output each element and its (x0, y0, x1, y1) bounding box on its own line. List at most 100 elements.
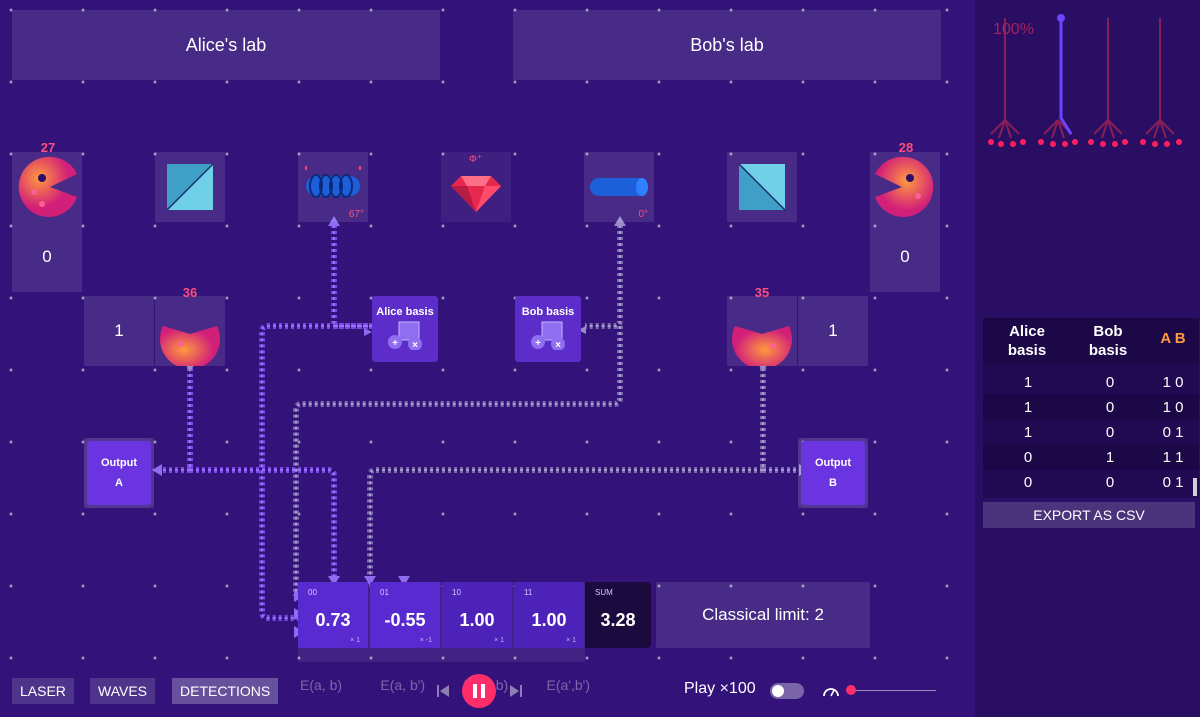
sum-label: SUM (595, 588, 613, 597)
bob-lab-title: Bob's lab (690, 34, 764, 55)
corr-value: 0.73 (315, 610, 351, 630)
export-csv-button[interactable]: EXPORT AS CSV (983, 502, 1195, 528)
detector-tile-mid-right[interactable] (727, 296, 797, 370)
pause-icon (473, 684, 485, 698)
dice-icon: + × (388, 321, 422, 351)
output-a-letter: A (115, 477, 123, 489)
play-speed-toggle[interactable] (770, 683, 804, 699)
output-a-tile[interactable]: Output A (87, 441, 151, 505)
counter-top-left-value: 0 (42, 247, 52, 266)
output-b-title: Output (814, 457, 852, 469)
col-header-ab: A B (1160, 330, 1186, 347)
probability-histogram: 100% (988, 14, 1182, 147)
waves-button-label: WAVES (98, 683, 148, 699)
polarizer-rotator-right[interactable]: 0° (584, 152, 654, 222)
counter-mid-right-value: 1 (828, 321, 838, 340)
counter-mid-left: 1 (84, 296, 154, 366)
polarizer-left-angle: 67° (348, 209, 364, 220)
entangled-source[interactable]: Φ⁺ (441, 152, 511, 222)
table-scrollbar[interactable] (1193, 478, 1197, 496)
speedometer-icon (823, 688, 839, 697)
row-stripe (983, 444, 1199, 470)
row-4-ab: 0 1 (1162, 474, 1184, 491)
row-1-alice: 1 (1023, 399, 1033, 416)
corr-value: -0.55 (384, 610, 426, 630)
detector-pacman-icon (732, 326, 792, 370)
correlation-cell-11[interactable]: 11 1.00 × 1 (514, 582, 584, 648)
output-b-tile[interactable]: Output B (801, 441, 865, 505)
dice-icon: + × (531, 321, 565, 351)
speed-slider-track[interactable] (848, 690, 936, 691)
play-speed-label: Play ×100 (684, 680, 756, 697)
bob-basis-tile[interactable]: Bob basis + × (515, 296, 581, 362)
beam-splitter-icon (738, 163, 786, 211)
detector-count-mid-left: 36 (182, 285, 198, 300)
row-3-alice: 0 (1023, 449, 1033, 466)
histogram-percent: 100% (993, 21, 1034, 38)
waves-button[interactable]: WAVES (90, 678, 156, 704)
correlation-cell-01[interactable]: 01 -0.55 × -1 (370, 582, 440, 648)
bob-plus: + (535, 338, 541, 349)
beam-splitter-icon (166, 163, 214, 211)
laser-button-label: LASER (20, 683, 66, 699)
toggle-knob (772, 685, 784, 697)
corr-mult: × 1 (494, 637, 504, 644)
pause-button[interactable] (462, 674, 496, 708)
expectation-ab: E(a, b) (300, 677, 343, 693)
detector-pacman-icon (875, 156, 934, 217)
alice-basis-label: Alice basis (376, 306, 434, 318)
detector-pacman-icon (160, 326, 220, 370)
counter-mid-right: 1 (798, 296, 868, 366)
polarizer-right-angle: 0° (638, 209, 648, 220)
row-0-bob: 0 (1105, 374, 1115, 391)
detections-button[interactable]: DETECTIONS (172, 678, 279, 704)
correlation-cell-10[interactable]: 10 1.00 × 1 (442, 582, 512, 648)
detector-tile-mid-left[interactable] (155, 296, 225, 370)
skip-forward-icon[interactable] (508, 683, 524, 699)
corr-label: 10 (452, 588, 461, 597)
corr-mult: × -1 (419, 637, 432, 644)
classical-limit-text: Classical limit: 2 (702, 605, 824, 624)
skip-back-icon[interactable] (435, 683, 451, 699)
experiment-board[interactable]: Alice's lab Bob's lab (0, 0, 975, 717)
detector-tile-top-right[interactable] (870, 152, 940, 222)
row-stripe (983, 394, 1199, 420)
counter-mid-left-value: 1 (114, 321, 124, 340)
output-a-title: Output (100, 457, 138, 469)
detector-count-mid-right: 35 (754, 285, 770, 300)
row-3-bob: 1 (1105, 449, 1115, 466)
speed-slider-handle[interactable] (846, 685, 856, 695)
corr-label: 11 (524, 588, 533, 597)
col-header-alice-basis: Alice basis (1007, 323, 1047, 359)
table-header (983, 318, 1199, 364)
bob-basis-label: Bob basis (521, 306, 575, 318)
detections-table[interactable]: Alice basis Bob basis A B 1 0 1 0 1 0 1 … (983, 318, 1199, 498)
gem-label: Φ⁺ (469, 154, 483, 165)
alice-lab-title: Alice's lab (185, 34, 267, 55)
beam-splitter-left[interactable] (155, 152, 225, 222)
corr-label: 00 (308, 588, 317, 597)
corr-mult: × 1 (566, 637, 576, 644)
classical-limit-box: Classical limit: 2 (656, 582, 870, 648)
beam-paths (152, 216, 809, 638)
polarizer-rotator-left[interactable]: 67° (298, 152, 368, 222)
correlation-sum-cell: SUM 3.28 (585, 582, 651, 648)
export-csv-label: EXPORT AS CSV (1033, 507, 1145, 523)
detections-button-label: DETECTIONS (180, 683, 271, 699)
correlation-cell-00[interactable]: 00 0.73 × 1 (298, 582, 368, 648)
output-b-letter: B (829, 477, 837, 489)
coil-rotator-icon (305, 166, 361, 198)
counter-top-right: 0 (870, 222, 940, 292)
detector-tile-top-left[interactable] (12, 152, 82, 222)
counter-top-right-value: 0 (900, 247, 910, 266)
expectation-a-prime-b-prime: E(a',b') (546, 677, 590, 693)
row-2-ab: 0 1 (1162, 424, 1184, 441)
row-4-bob: 0 (1105, 474, 1115, 491)
bob-times: × (555, 340, 561, 350)
alice-basis-tile[interactable]: Alice basis + × (372, 296, 438, 362)
detector-pacman-icon (18, 156, 77, 217)
beam-splitter-right[interactable] (727, 152, 797, 222)
bob-lab-header: Bob's lab (513, 10, 941, 80)
laser-button[interactable]: LASER (12, 678, 74, 704)
row-4-alice: 0 (1023, 474, 1033, 491)
